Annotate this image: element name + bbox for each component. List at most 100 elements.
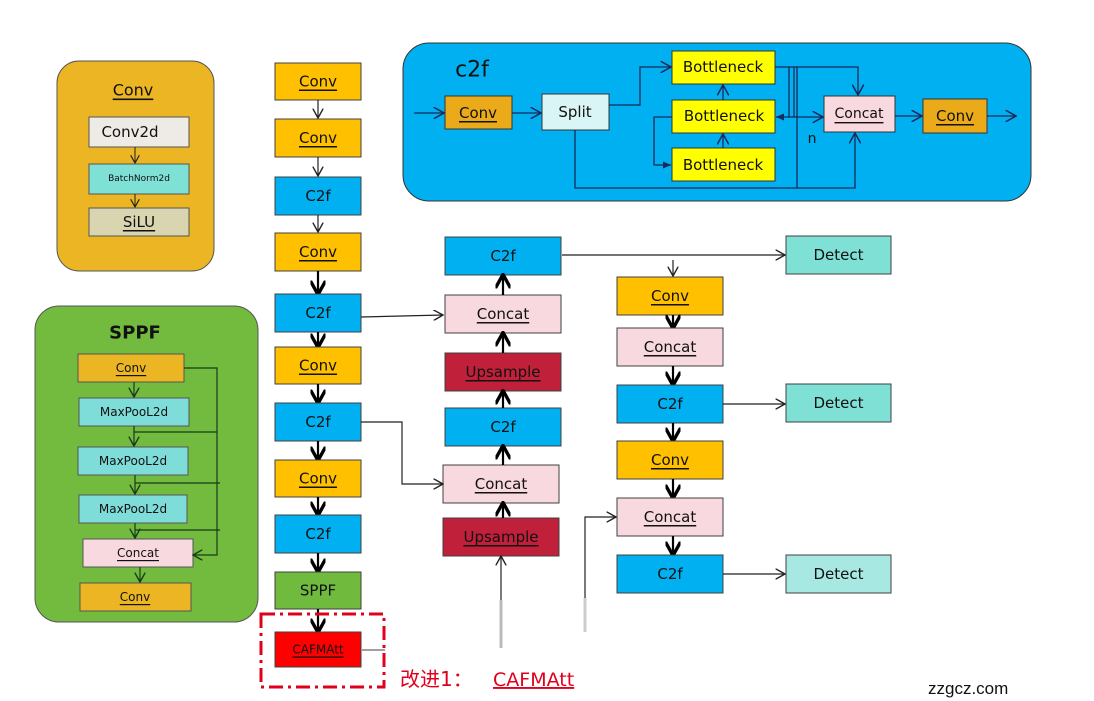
c2f-connectors <box>414 67 1016 189</box>
detect-head-3: Detect <box>785 554 892 594</box>
sppf-maxpool-2-label: MaxPooL2d <box>99 454 167 468</box>
c2f-bottleneck-2-label: Bottleneck <box>684 107 765 125</box>
backbone-cafmatt-10-box <box>274 631 362 668</box>
neck-down-c2f-5-box <box>616 554 724 594</box>
silu-block <box>88 207 190 237</box>
neck-up-concat-4-label: Concat <box>475 475 528 493</box>
neck-up-concat-4: Concat <box>442 464 560 504</box>
neck-down-concat-1-box <box>616 327 724 367</box>
c2f-conv-out-label: Conv <box>936 107 974 125</box>
backbone-sppf-9: SPPF <box>274 571 362 610</box>
c2f-legend-title: c2f <box>455 58 490 83</box>
c2f-bottleneck-2-block <box>671 99 776 134</box>
sppf-conv-out-label: Conv <box>120 590 150 604</box>
backbone-conv-7-label: Conv <box>299 470 337 488</box>
neck-down-concat-1: Concat <box>616 327 724 367</box>
backbone-c2f-6: C2f <box>274 402 362 442</box>
neck-down-c2f-2-label: C2f <box>657 395 683 413</box>
backbone-conv-1: Conv <box>274 118 362 158</box>
backbone-cafmatt-10: CAFMAtt <box>274 631 362 668</box>
backbone-conv-1-label: Conv <box>299 129 337 147</box>
detect-head-3-label: Detect <box>813 565 863 583</box>
c2f-bottleneck-3-block <box>671 147 776 182</box>
backbone-cafmatt-10-label: CAFMAtt <box>292 643 344 657</box>
backbone-conv-7-box <box>274 459 362 498</box>
backbone-conv-0-box <box>274 62 362 101</box>
c2f-bottleneck-3-label: Bottleneck <box>683 156 764 174</box>
detect-head-2-label: Detect <box>813 394 863 412</box>
improvement-annotation-module: CAFMAtt <box>493 669 574 691</box>
neck-up-upsample-2-box <box>444 352 562 392</box>
detect-head-2: Detect <box>785 383 892 423</box>
backbone-c2f-6-label: C2f <box>305 413 331 431</box>
backbone-conv-5: Conv <box>274 346 362 385</box>
detect-head-1: Detect <box>785 235 892 275</box>
sppf-maxpool-3-label: MaxPooL2d <box>99 502 167 516</box>
detect-head-1-label: Detect <box>813 246 863 264</box>
neck-down-concat-4: Concat <box>616 497 724 537</box>
backbone-c2f-2-label: C2f <box>305 187 331 205</box>
neck-down-concat-1-label: Concat <box>644 338 697 356</box>
c2f-concat-label: Concat <box>835 106 884 122</box>
neck-up-c2f-3-label: C2f <box>490 418 516 436</box>
sppf-concat-block <box>82 538 194 568</box>
backbone-c2f-6-box <box>274 402 362 442</box>
neck-down-concat-4-label: Concat <box>644 508 697 526</box>
c2f-conv-in-label: Conv <box>459 104 497 122</box>
conv2d-label: Conv2d <box>101 123 158 141</box>
watermark: zzgcz.com <box>928 679 1008 698</box>
sppf-conv-in-label: Conv <box>116 361 146 375</box>
backbone-c2f-2: C2f <box>274 176 362 216</box>
backbone-c2f-8-label: C2f <box>305 525 331 543</box>
neck-up-upsample-5: Upsample <box>442 517 560 557</box>
backbone-sppf-9-label: SPPF <box>300 582 336 600</box>
detect-head-3-box <box>785 554 892 594</box>
neck-up-c2f-0: C2f <box>444 236 562 276</box>
neck-down-conv-0: Conv <box>616 276 724 316</box>
neck-up-concat-1-label: Concat <box>477 305 530 323</box>
backbone-c2f-4-box <box>274 293 362 333</box>
neck-down-conv-3-label: Conv <box>651 451 689 469</box>
neck-down-c2f-5-label: C2f <box>657 565 683 583</box>
neck-up-upsample-2: Upsample <box>444 352 562 392</box>
neck-up-c2f-0-box <box>444 236 562 276</box>
backbone-c2f-2-box <box>274 176 362 216</box>
detect-head-1-box <box>785 235 892 275</box>
c2f-split-block <box>541 93 610 131</box>
c2f-split-label: Split <box>558 103 591 121</box>
neck-down-c2f-2: C2f <box>616 384 724 424</box>
improvement-annotation-prefix: 改进1： <box>400 667 473 691</box>
c2f-conv-in-block <box>444 95 513 130</box>
backbone-sppf-9-box <box>274 571 362 610</box>
neck-up-c2f-0-label: C2f <box>490 247 516 265</box>
sppf-legend-title: SPPF <box>109 323 161 344</box>
backbone-conv-3: Conv <box>274 232 362 272</box>
neck-up-upsample-5-label: Upsample <box>463 528 538 546</box>
neck-down-conv-0-label: Conv <box>651 287 689 305</box>
conv-legend-title: Conv <box>113 81 154 100</box>
sppf-maxpool-1-label: MaxPooL2d <box>100 405 168 419</box>
detect-head-2-box <box>785 383 892 423</box>
silu-label: SiLU <box>123 213 155 231</box>
neck-down-conv-3-box <box>616 440 724 480</box>
backbone-conv-5-box <box>274 346 362 385</box>
neck-down-c2f-2-box <box>616 384 724 424</box>
neck-up-concat-1: Concat <box>444 294 562 334</box>
backbone-conv-5-label: Conv <box>299 357 337 375</box>
backbone-conv-1-box <box>274 118 362 158</box>
c2f-conv-out-block <box>922 98 988 134</box>
neck-up-upsample-2-label: Upsample <box>465 363 540 381</box>
cross-connectors <box>360 255 785 651</box>
neck-down-conv-3: Conv <box>616 440 724 480</box>
branch-to-concat-down-arrow <box>584 517 616 620</box>
neck-down-concat-4-box <box>616 497 724 537</box>
sppf-maxpool-1-block <box>78 397 190 427</box>
backbone-conv-7: Conv <box>274 459 362 498</box>
sppf-concat-label: Concat <box>117 546 159 560</box>
sppf-connectors <box>134 367 220 582</box>
c2f4-to-concat-arrow <box>360 315 443 317</box>
backbone-c2f-4-label: C2f <box>305 304 331 322</box>
